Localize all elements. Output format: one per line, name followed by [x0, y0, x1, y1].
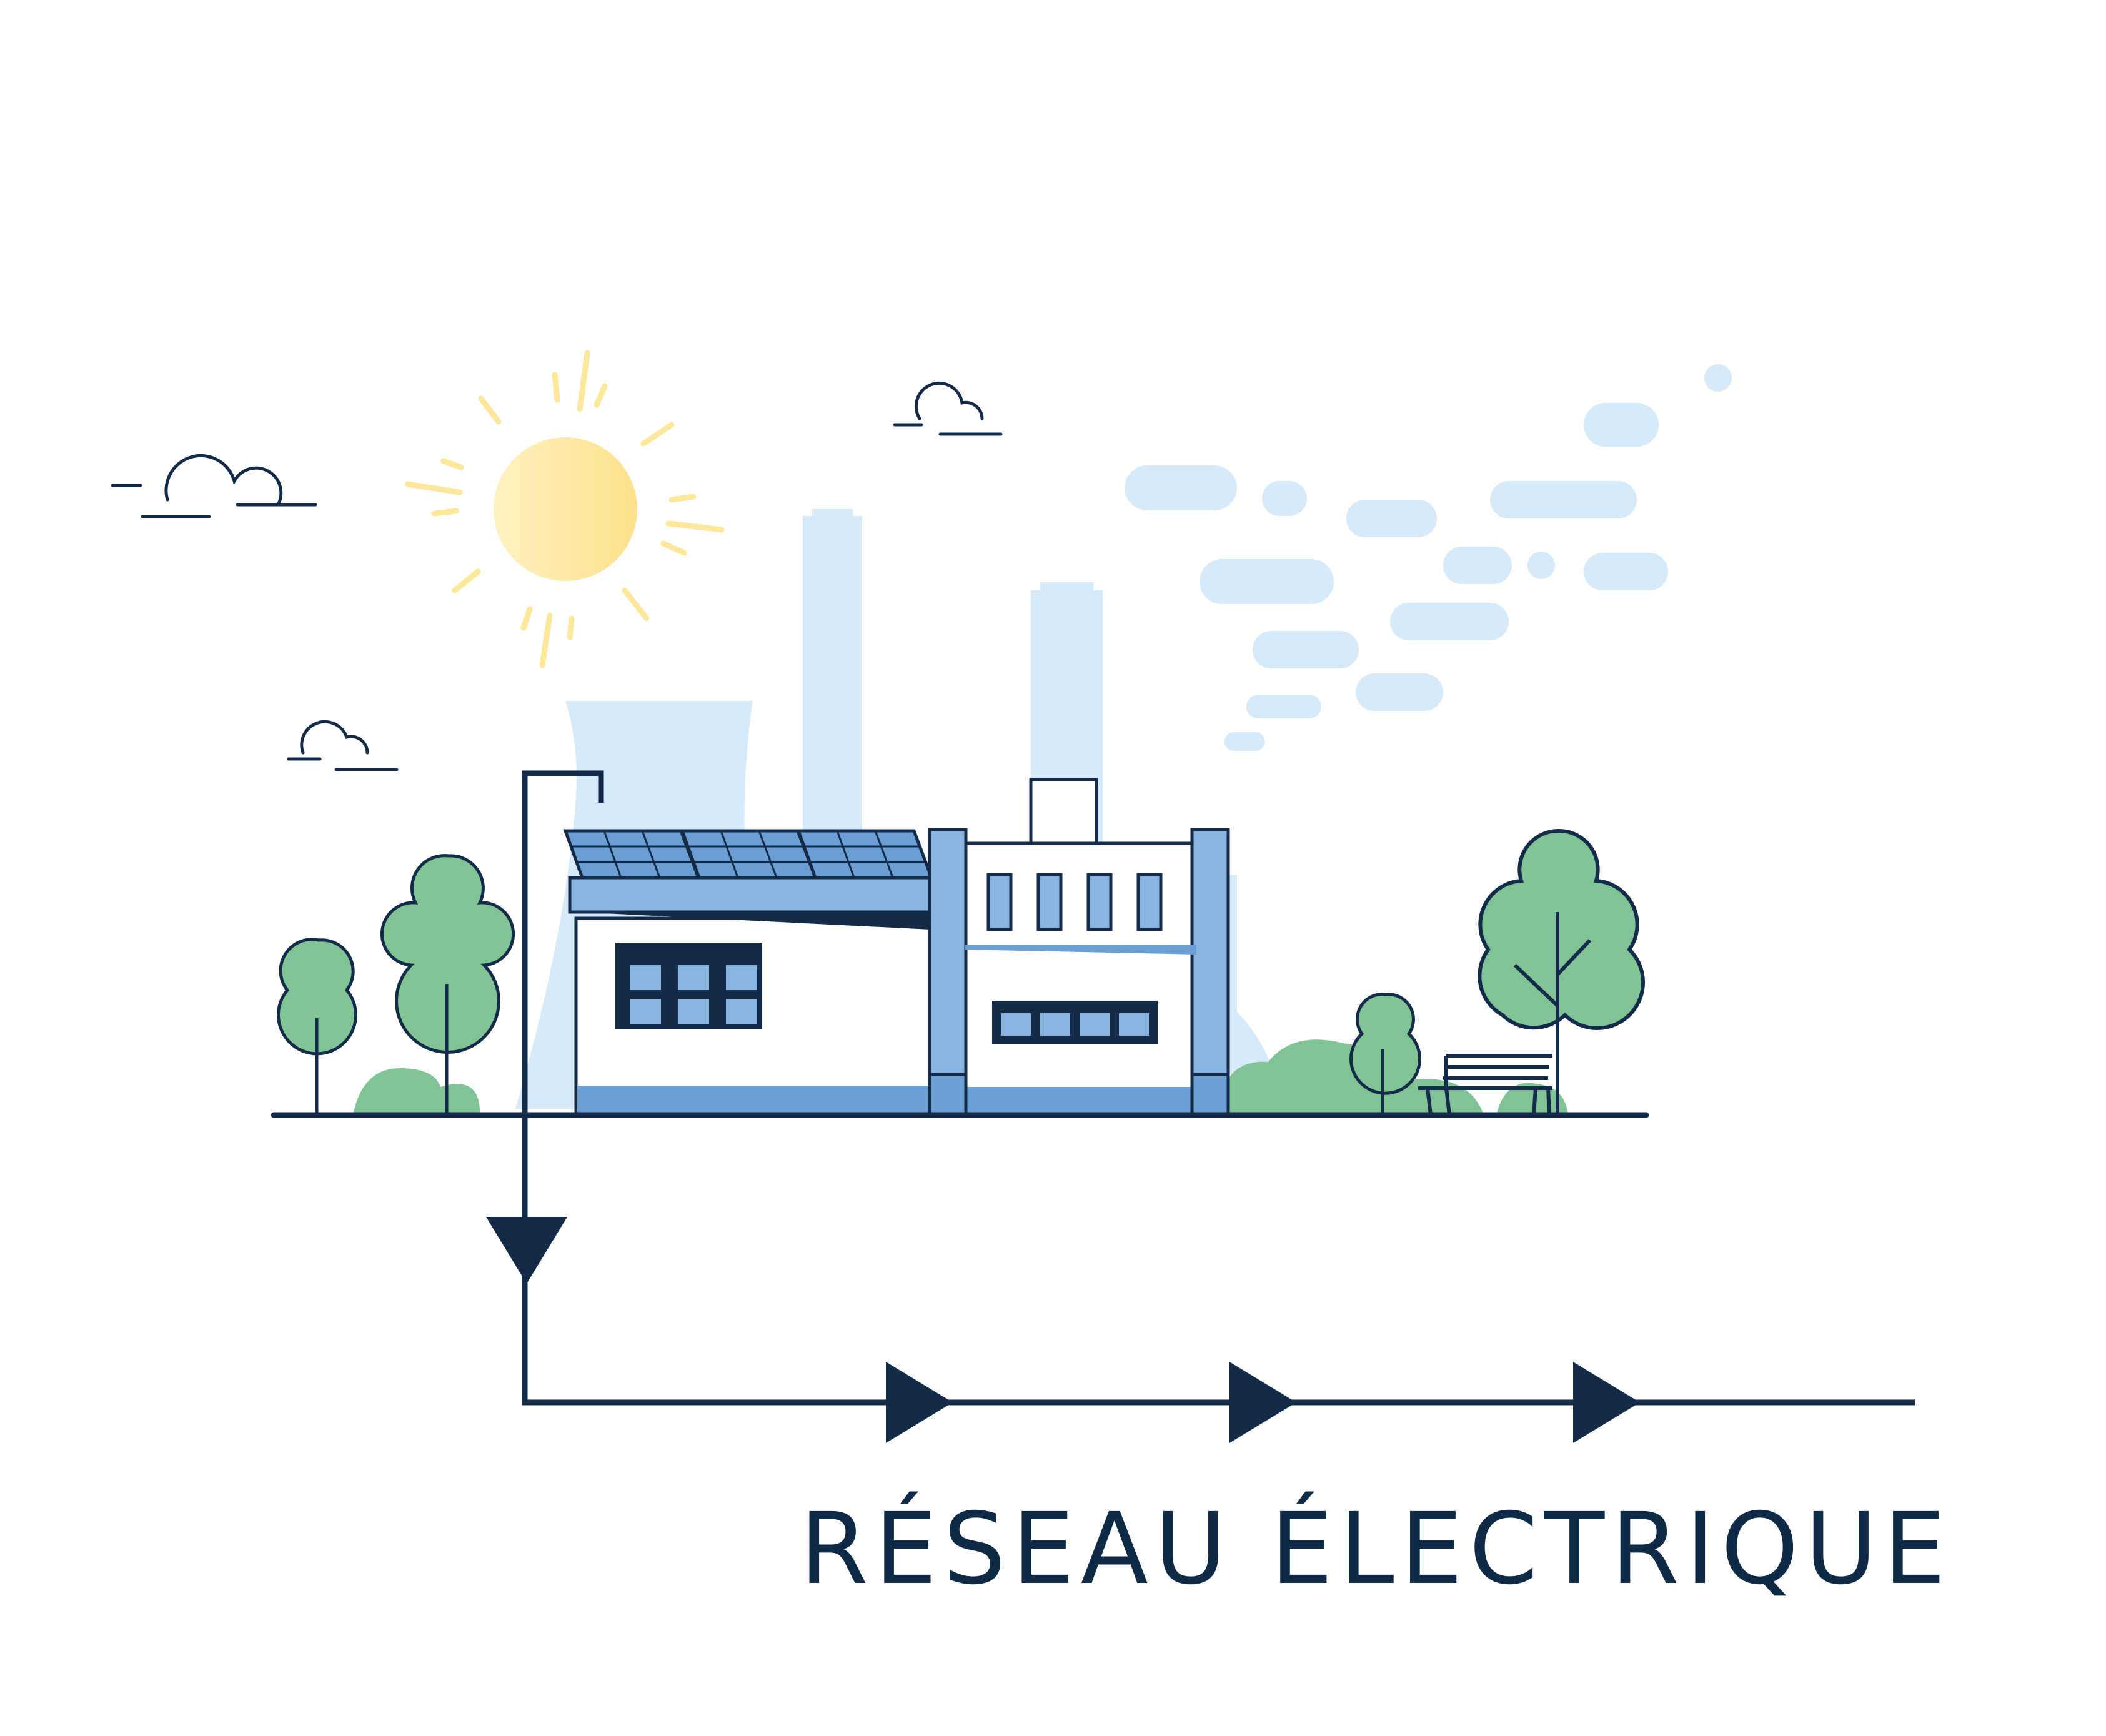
window: [615, 943, 762, 1029]
smoke-clouds: [1125, 364, 1732, 751]
solar-panel-icon: [563, 829, 701, 880]
window: [992, 1001, 1158, 1044]
roof-slab: [568, 876, 933, 914]
left-trees: [277, 854, 515, 1115]
flow-arrow-icon: [1573, 1362, 1640, 1443]
bush: [1218, 1039, 1484, 1115]
tree-icon: [1478, 828, 1646, 1115]
bush: [353, 1068, 480, 1115]
bench-icon: [1418, 1054, 1552, 1116]
cloud-icon: [111, 454, 317, 518]
pillar: [1190, 828, 1230, 1117]
flow-arrow-icon: [886, 1362, 953, 1443]
solar-panel-icon: [796, 829, 934, 880]
tree-icon: [1349, 993, 1421, 1115]
pillar: [928, 828, 968, 1117]
tree-icon: [277, 938, 357, 1115]
right-park: [1218, 828, 1646, 1116]
right-building: [928, 778, 1230, 1117]
tree-icon: [380, 854, 515, 1115]
solar-panel-icon: [680, 829, 818, 880]
power-cable: [486, 770, 1915, 1443]
flow-arrow-icon: [1229, 1362, 1296, 1443]
roof-box: [1029, 778, 1098, 845]
grid-caption: RÉSEAU ÉLECTRIQUE: [800, 1492, 1952, 1607]
window: [986, 873, 1163, 931]
solar-panels: [563, 829, 934, 880]
flow-arrow-icon: [486, 1217, 567, 1284]
cloud-icon: [893, 381, 1003, 436]
sun-icon: [404, 350, 725, 668]
left-building: [568, 876, 933, 1117]
chimney-tall: [803, 516, 862, 841]
outline-clouds: [111, 381, 1003, 771]
cloud-icon: [287, 720, 399, 771]
